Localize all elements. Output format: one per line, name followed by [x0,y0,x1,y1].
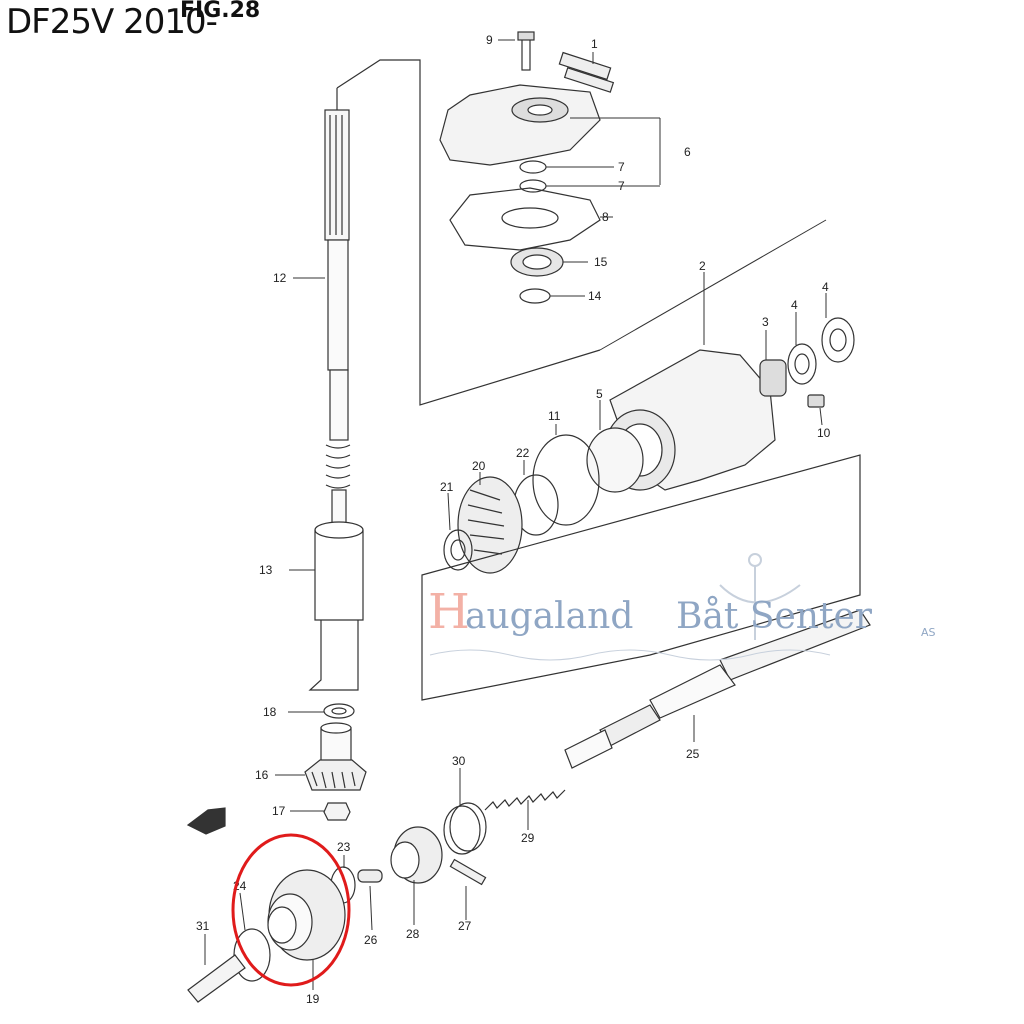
fwd-arrow-icon [186,807,226,835]
wave-watermark [429,649,831,661]
part-label-14: 14 [588,289,602,303]
part-label-23: 23 [337,840,351,854]
watermark-initial: H [428,584,470,640]
part-label-10: 10 [817,426,831,440]
washer-14 [519,288,551,304]
push-rod-26 [357,869,383,883]
watermark-suffix: AS [921,626,936,639]
drive-shaft [324,109,351,531]
washer-18 [323,703,355,719]
part-label-12: 12 [273,271,287,285]
part-label-21: 21 [440,480,454,494]
group-outline-top [336,59,601,406]
highlight-circle [231,833,351,987]
part-label-3: 3 [762,315,769,329]
gear-case-housing [586,349,776,493]
part-label-30: 30 [452,754,466,768]
part-label-27: 27 [458,919,472,933]
part-label-25: 25 [686,747,700,761]
nut-17 [323,802,351,821]
part-label-31: 31 [196,919,210,933]
part-label-11: 11 [548,409,561,423]
forward-gear [457,476,523,574]
part-label-28: 28 [406,927,420,941]
part-label-7a: 7 [618,160,625,174]
spring-29 [484,789,566,811]
figure-label: FIG.28 [180,0,261,23]
shim-4a [787,343,817,385]
part-label-4b: 4 [822,280,829,294]
pinion-gear [304,722,367,791]
part-number-labels: 1 2 3 4 4 5 6 7 7 8 9 10 11 12 13 14 15 … [196,33,831,1006]
part-label-6: 6 [684,145,691,159]
part-label-20: 20 [472,459,486,473]
part-label-9: 9 [486,33,493,47]
reverse-gear [267,869,346,961]
part-label-15: 15 [594,255,608,269]
anchor-watermark-icon [719,553,801,640]
watermark-word-2: Båt Senter [676,596,872,637]
pump-case [439,31,615,166]
bearing-housing [308,521,364,691]
oil-seal-7a [519,160,547,174]
pin-27 [449,858,487,886]
part-label-8: 8 [602,210,609,224]
part-label-1: 1 [591,37,598,51]
part-label-19: 19 [306,992,320,1006]
shim-4b [821,317,855,363]
watermark-word-1: augaland [465,596,634,637]
part-label-5: 5 [596,387,603,401]
propeller-shaft [564,609,871,769]
part-label-29: 29 [521,831,535,845]
part-label-7b: 7 [618,179,625,193]
part-label-16: 16 [255,768,269,782]
part-label-4a: 4 [791,298,798,312]
shim-24 [233,928,271,982]
part-label-22: 22 [516,446,530,460]
shim-21 [443,529,473,571]
part-label-17: 17 [272,804,286,818]
bolt-10 [807,394,825,408]
o-ring-11 [532,434,600,526]
part-label-18: 18 [263,705,277,719]
needle-bearing-3 [759,359,787,397]
bushing-31 [187,954,246,1003]
part-label-26: 26 [364,933,378,947]
spring-30 [449,802,487,852]
part-label-2: 2 [699,259,706,273]
part-label-13: 13 [259,563,273,577]
clutch-dog [390,826,443,884]
model-title: DF25V 2010- [6,2,218,42]
gasket-8 [449,187,601,251]
